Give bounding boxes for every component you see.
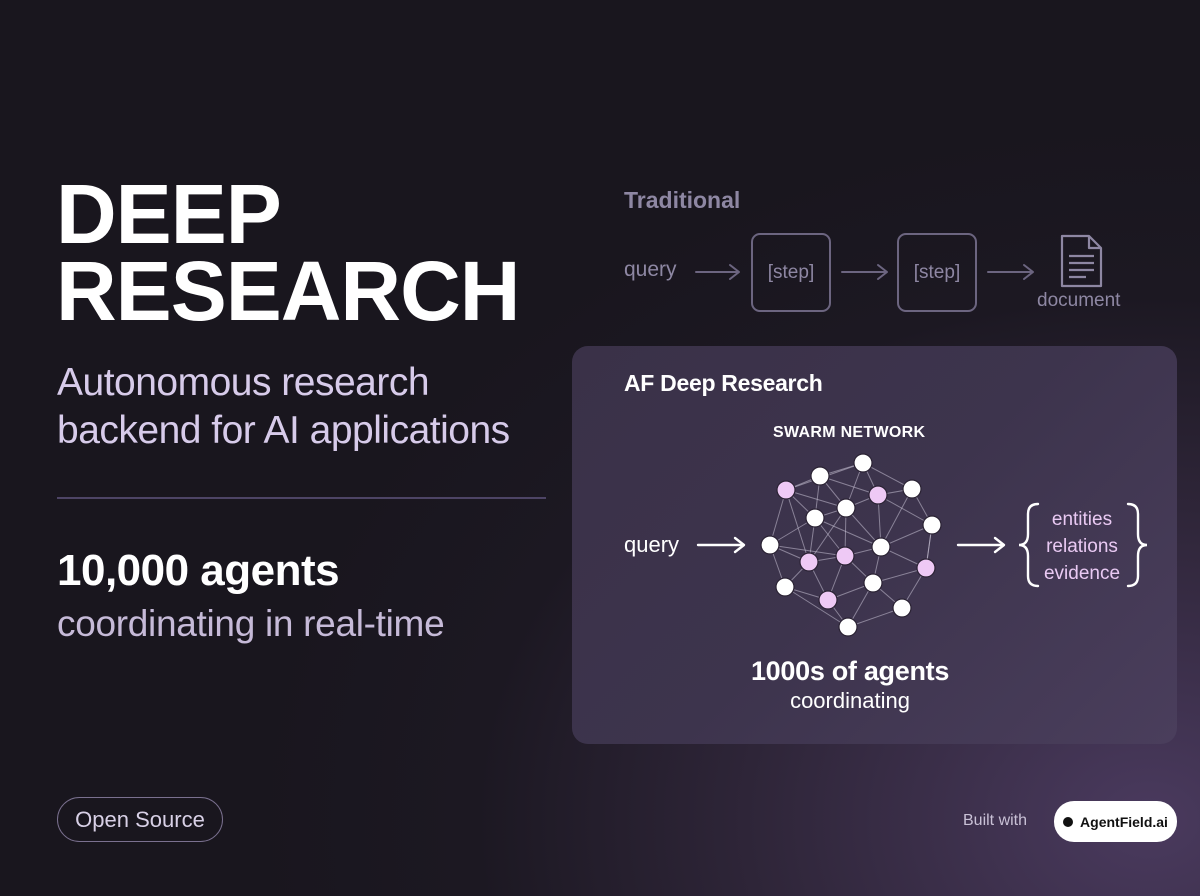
swarm-node: [836, 498, 856, 518]
subtitle-line-1: Autonomous research: [57, 361, 430, 404]
traditional-query: query: [624, 258, 677, 281]
af-query-arrow: [696, 536, 746, 554]
subtitle: Autonomous research backend for AI appli…: [57, 359, 577, 455]
swarm-network-label: SWARM NETWORK: [773, 424, 926, 441]
swarm-edge: [808, 507, 847, 563]
agents-subtitle: coordinating in real-time: [57, 603, 445, 644]
divider: [57, 497, 546, 499]
swarm-node: [902, 479, 922, 499]
swarm-node: [853, 453, 873, 473]
swarm-node-highlighted: [818, 590, 838, 610]
subtitle-line-2: backend for AI applications: [57, 409, 510, 452]
swarm-node: [760, 535, 780, 555]
agentfield-badge[interactable]: AgentField.ai: [1054, 801, 1177, 842]
af-panel-title: AF Deep Research: [624, 370, 823, 396]
document-icon: [1060, 234, 1103, 288]
swarm-node: [805, 508, 825, 528]
swarm-node-highlighted: [776, 480, 796, 500]
swarm-node: [838, 617, 858, 637]
swarm-node: [810, 466, 830, 486]
document-label: document: [1037, 290, 1121, 311]
swarm-node: [892, 598, 912, 618]
swarm-edge: [814, 517, 882, 548]
traditional-arrow-1: [695, 264, 740, 280]
swarm-node-highlighted: [799, 552, 819, 572]
swarm-node-highlighted: [916, 558, 936, 578]
traditional-step-1: [step]: [751, 233, 831, 312]
swarm-edge: [785, 489, 810, 563]
af-agents-count: 1000s of agents: [750, 656, 950, 686]
swarm-node: [775, 577, 795, 597]
swarm-node: [922, 515, 942, 535]
swarm-edge: [784, 586, 849, 628]
left-brace: [1018, 502, 1040, 588]
traditional-arrow-2: [841, 264, 888, 280]
main-title: DEEP RESEARCH: [56, 167, 576, 338]
brand-name: AgentField.ai: [1080, 813, 1168, 830]
output-evidence: evidence: [1043, 563, 1121, 584]
swarm-edge: [769, 544, 846, 557]
title-line-2: RESEARCH: [56, 244, 520, 338]
output-relations: relations: [1046, 536, 1118, 557]
af-outputs: entities relations evidence: [1036, 506, 1128, 587]
open-source-tag: Open Source: [57, 797, 223, 842]
swarm-node: [871, 537, 891, 557]
af-output-arrow: [956, 536, 1006, 554]
traditional-step-2: [step]: [897, 233, 977, 312]
agents-count: 10,000 agents: [57, 546, 340, 595]
brand-dot-icon: [1063, 816, 1074, 827]
swarm-node-highlighted: [868, 485, 888, 505]
title-line-1: DEEP: [56, 167, 282, 261]
af-query: query: [624, 532, 680, 557]
output-entities: entities: [1051, 509, 1113, 530]
swarm-edge: [877, 494, 933, 526]
swarm-edge: [819, 475, 879, 496]
swarm-edge: [880, 488, 913, 548]
traditional-arrow-3: [987, 264, 1034, 280]
swarm-node-highlighted: [835, 546, 855, 566]
built-with-label: Built with: [963, 812, 1028, 829]
swarm-node: [863, 573, 883, 593]
swarm-edge: [785, 489, 847, 509]
right-brace: [1126, 502, 1148, 588]
af-agents-sub: coordinating: [790, 688, 910, 713]
traditional-label: Traditional: [624, 187, 741, 213]
